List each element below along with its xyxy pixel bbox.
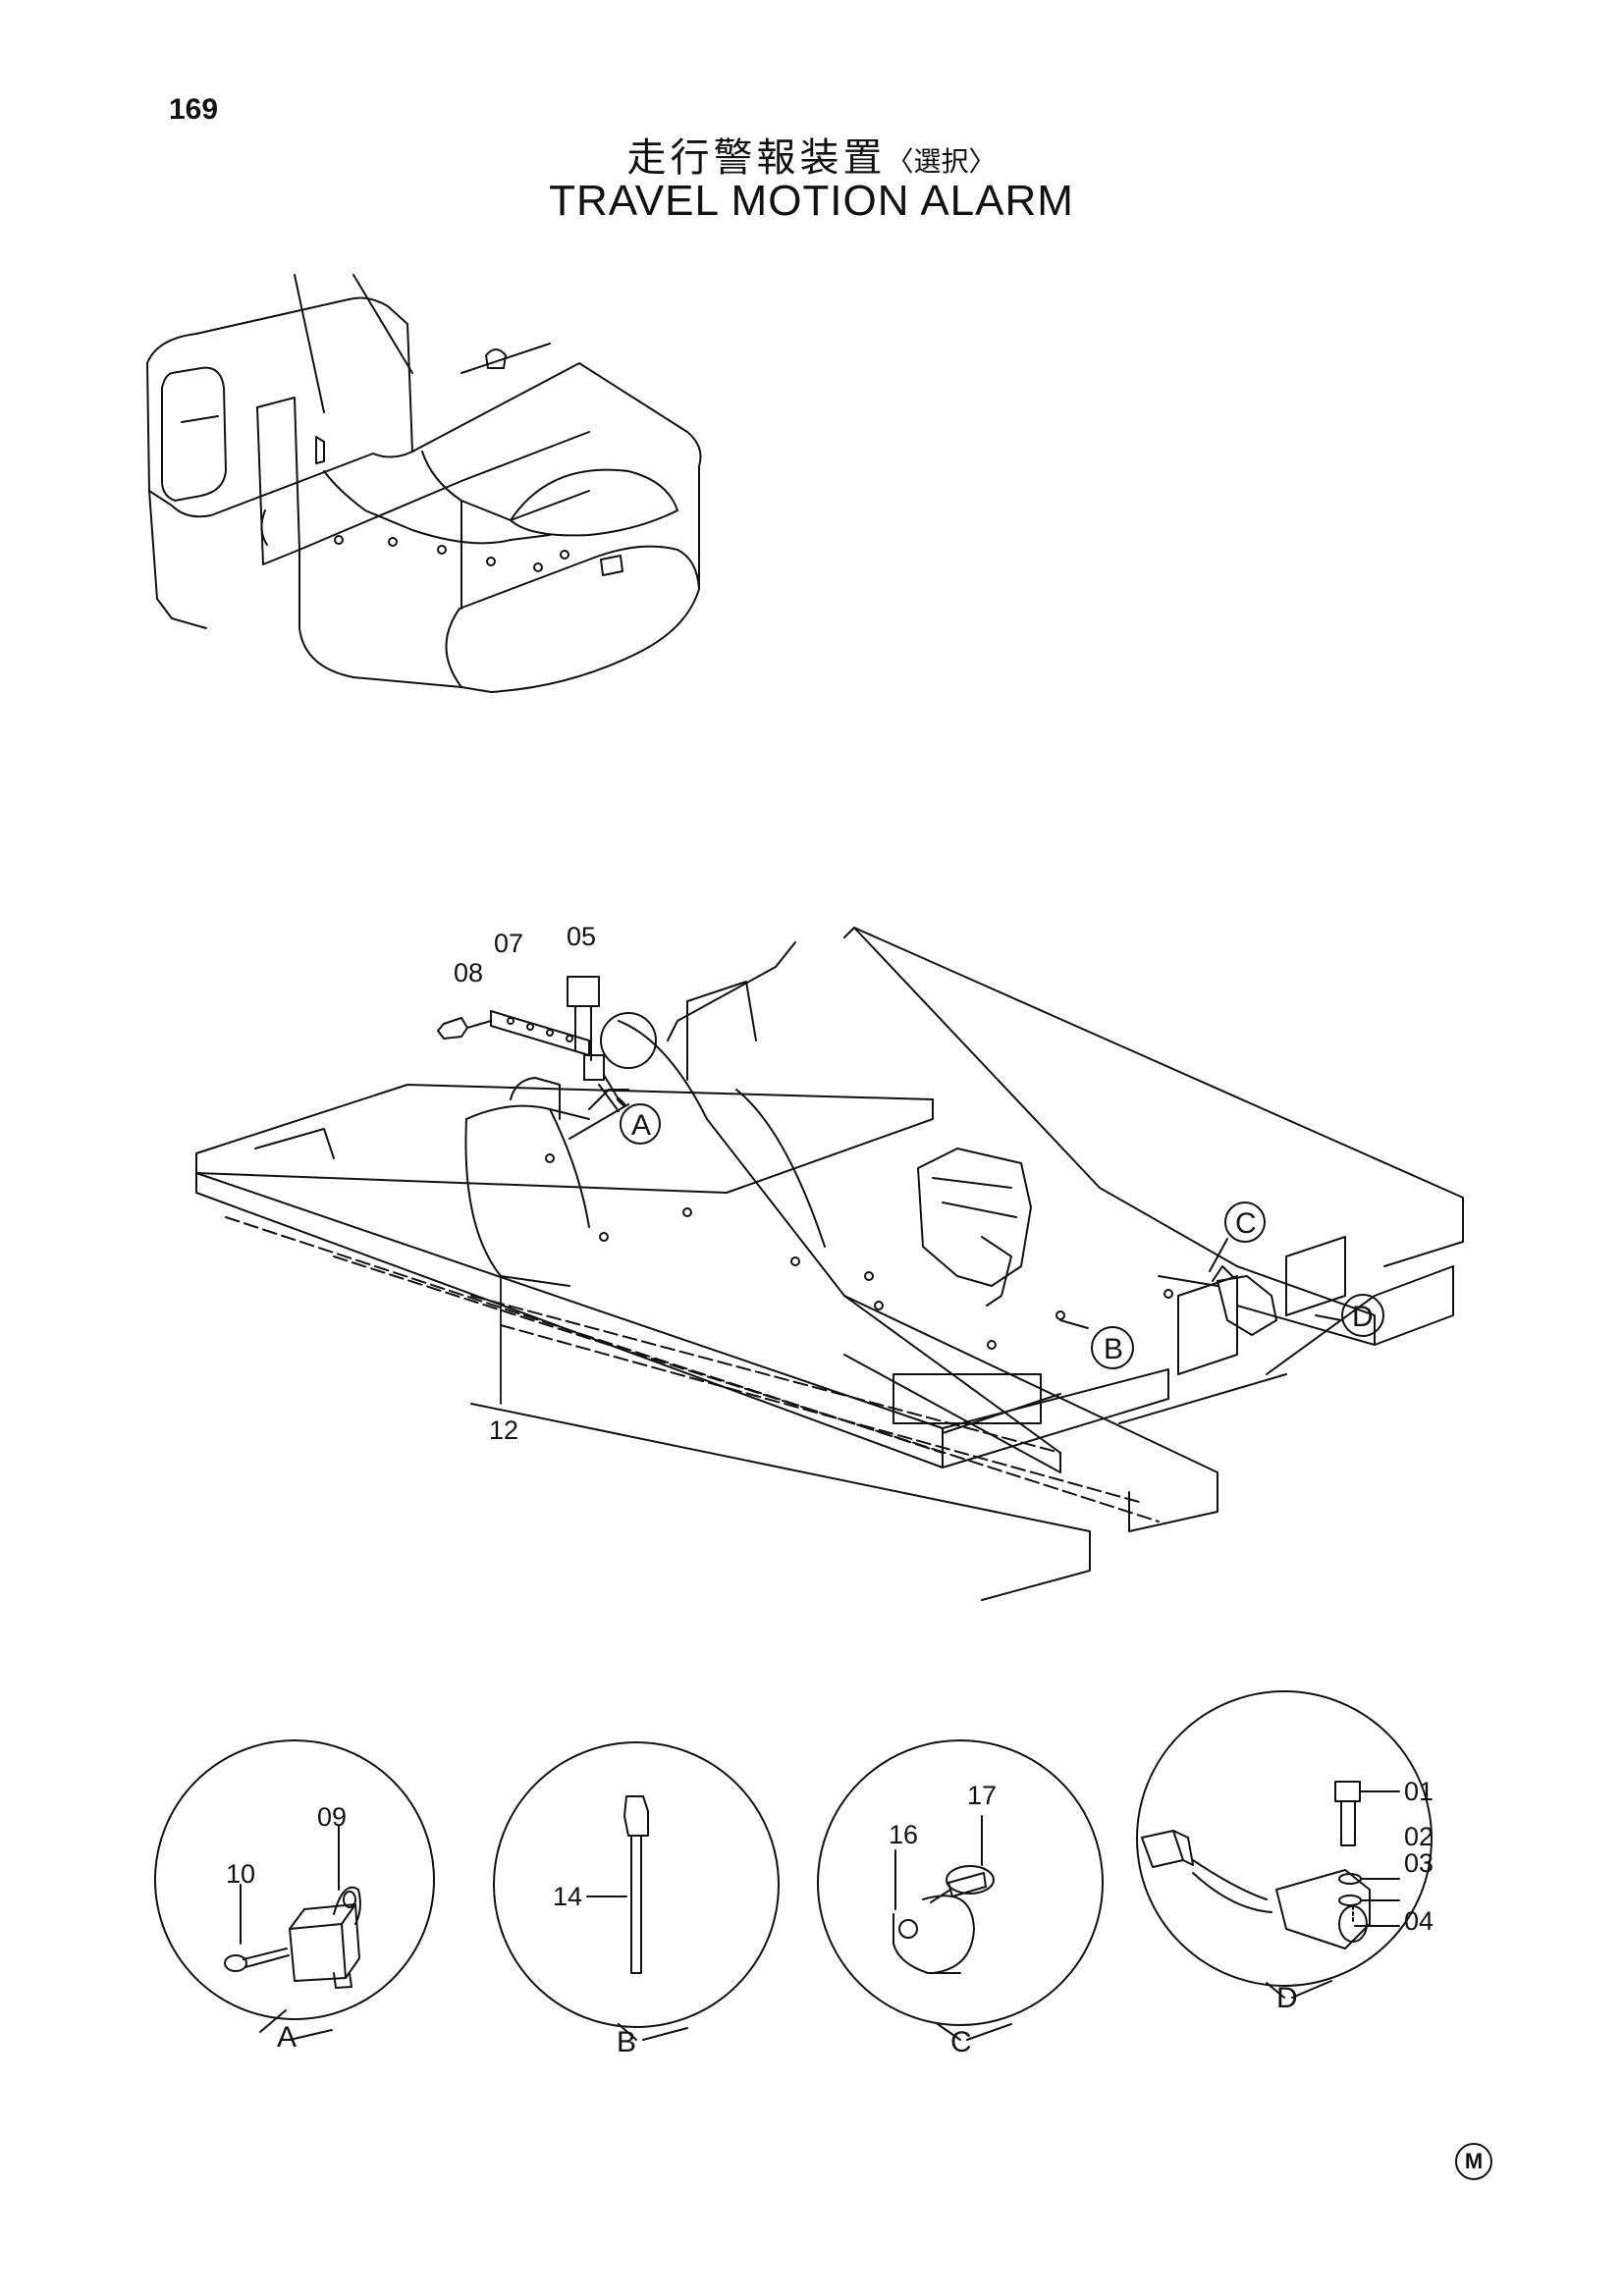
title-jp-optional-tag: 〈選択〉 — [886, 145, 997, 178]
part-label: 04 — [1404, 1906, 1434, 1936]
part-label: 08 — [454, 958, 483, 988]
detail-view-b-illustration — [493, 1741, 780, 2028]
undercarriage-frame-illustration — [195, 927, 1464, 1601]
callout-letter: A — [631, 1109, 651, 1142]
part-label: 03 — [1404, 1848, 1434, 1878]
part-label: 05 — [567, 922, 596, 951]
detail-letter: C — [950, 2026, 972, 2058]
page-title-japanese: 走行警報装置〈選択〉 — [0, 126, 1623, 183]
title-jp-main: 走行警報装置 — [626, 135, 887, 181]
part-label: 17 — [967, 1781, 997, 1810]
page-number: 169 — [169, 93, 219, 126]
part-label: 12 — [489, 1415, 518, 1445]
part-label: 01 — [1404, 1777, 1434, 1806]
detail-view-c-illustration — [817, 1739, 1104, 2026]
excavator-overview-illustration — [146, 274, 702, 693]
callout-letter: B — [1104, 1333, 1123, 1365]
detail-letter: A — [277, 2021, 297, 2054]
part-label: 02 — [1404, 1822, 1434, 1851]
part-label: 16 — [889, 1820, 918, 1849]
circled-m-mark: M — [1455, 2143, 1492, 2180]
part-label: 14 — [553, 1882, 582, 1911]
part-label: 09 — [317, 1802, 347, 1832]
callout-letter: D — [1352, 1301, 1374, 1333]
callout-letter: C — [1235, 1207, 1257, 1240]
detail-letter: D — [1276, 1982, 1298, 2014]
detail-view-d-illustration — [1136, 1690, 1433, 1987]
part-label: 07 — [494, 929, 523, 958]
page-title-english: TRAVEL MOTION ALARM — [549, 177, 1074, 225]
detail-letter: B — [617, 2026, 636, 2058]
part-label: 10 — [226, 1859, 255, 1889]
detail-view-a-illustration — [154, 1739, 435, 2020]
